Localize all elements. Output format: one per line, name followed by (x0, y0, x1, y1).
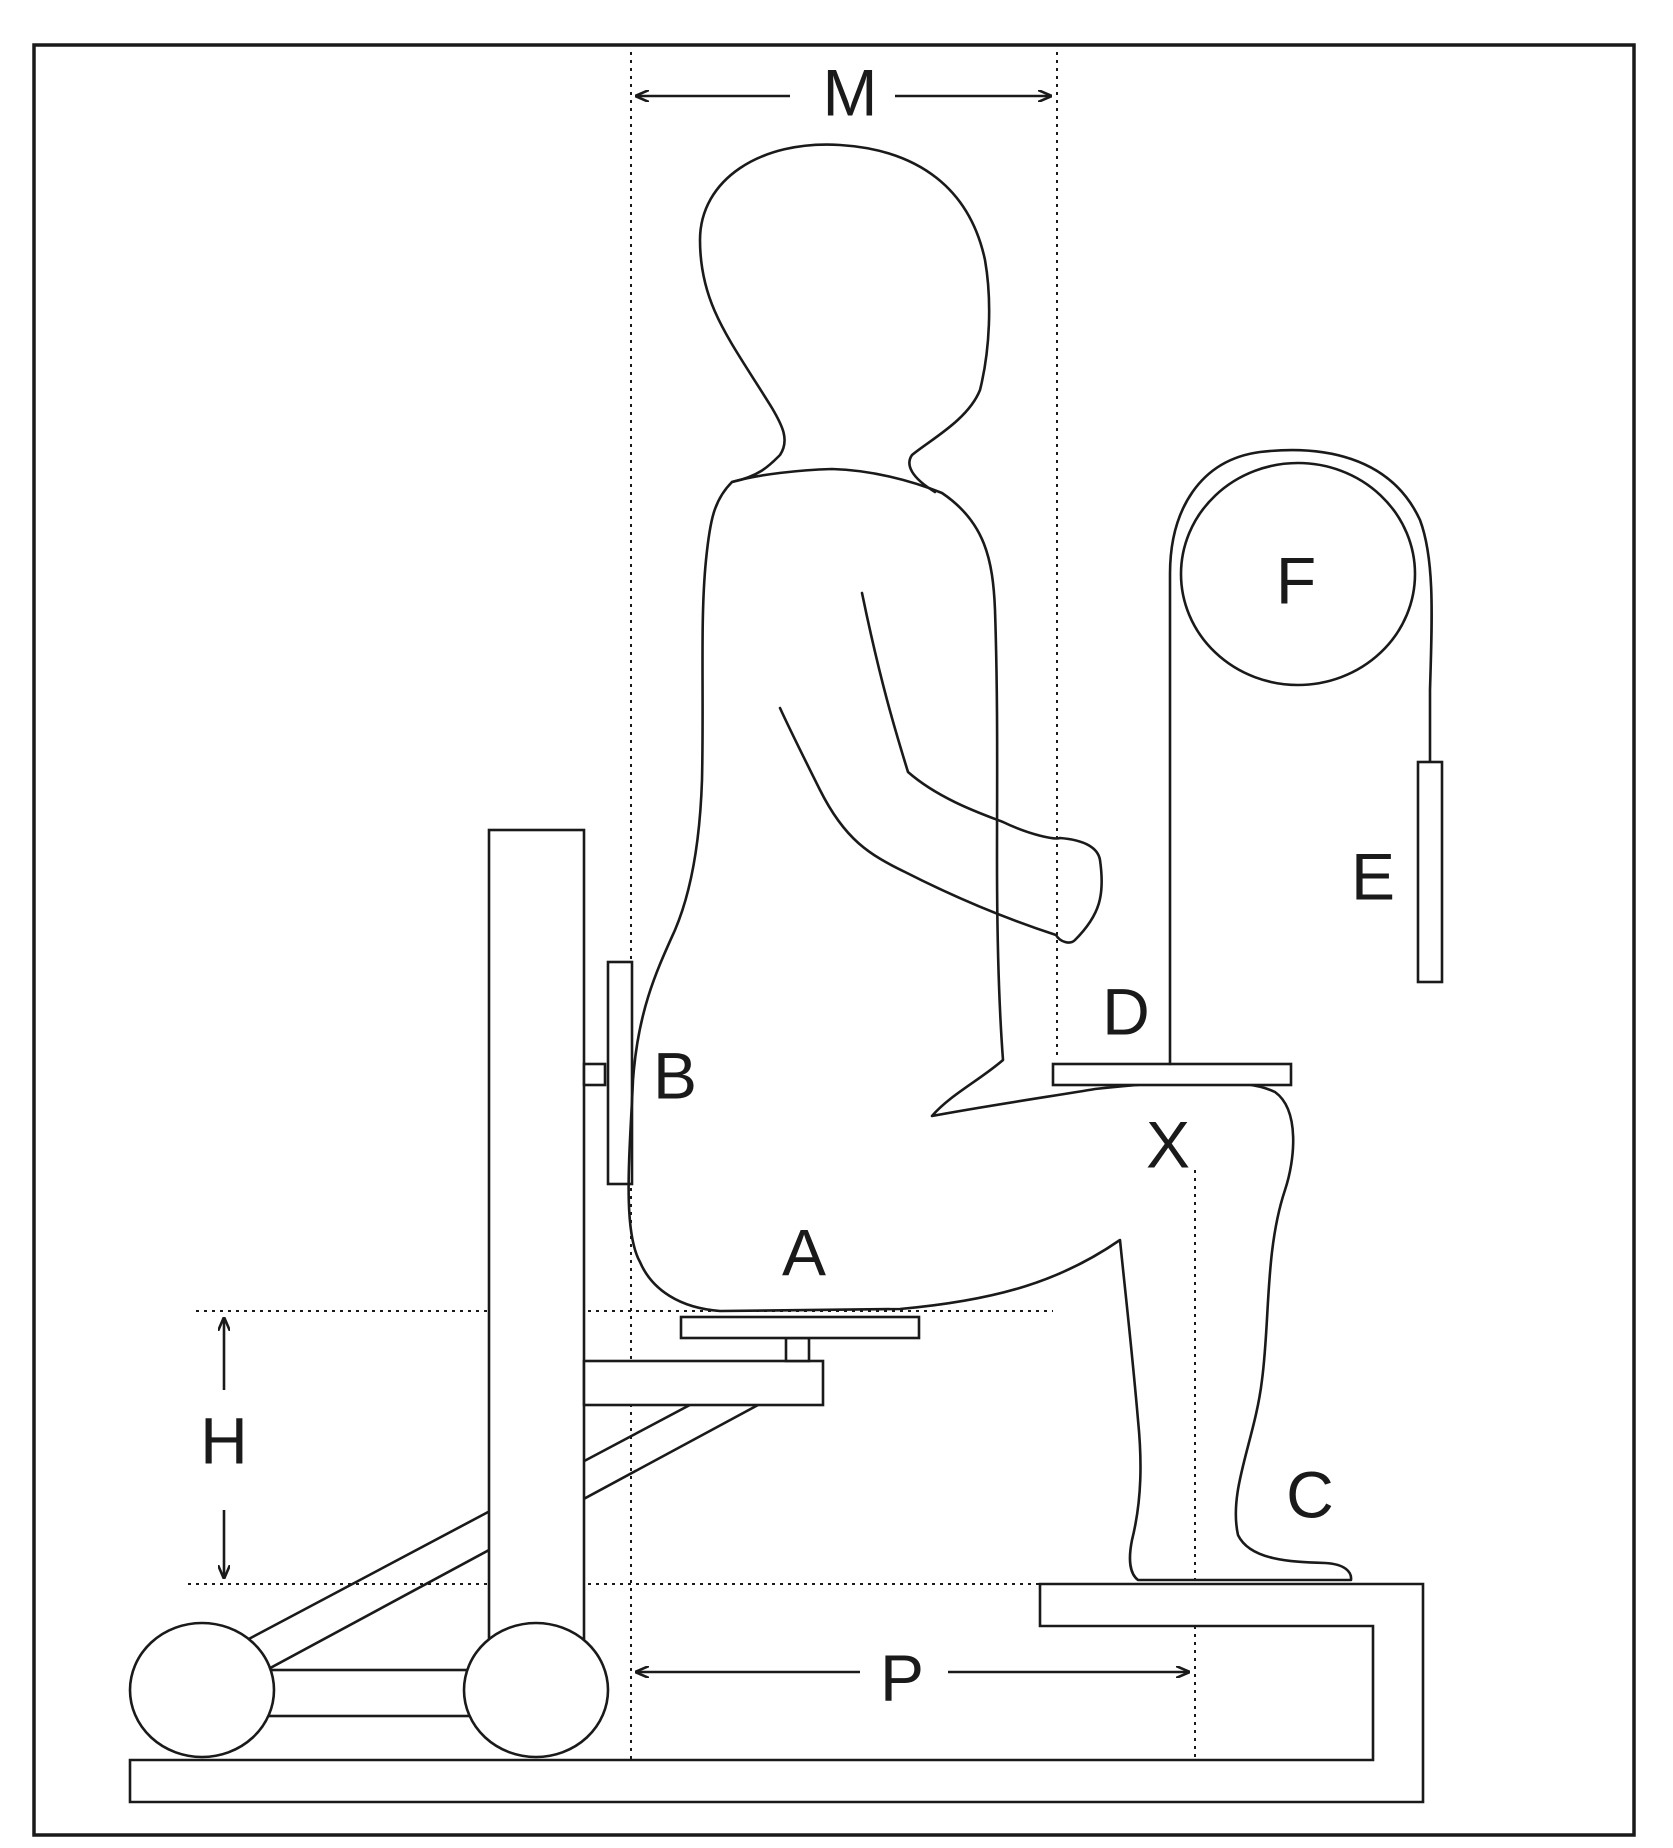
head-and-neck (698, 143, 991, 494)
vertical-post (487, 828, 586, 1642)
base-rail (128, 1582, 1425, 1804)
seat-post-connector (784, 1336, 811, 1363)
label-c: C (1286, 1457, 1334, 1531)
label-d: D (1102, 974, 1150, 1048)
label-h: H (200, 1403, 248, 1477)
wheel-left (128, 1621, 276, 1759)
pulley-assembly (1168, 448, 1444, 1066)
seat-plate-a (679, 1315, 921, 1340)
knee-lever-d (1051, 1062, 1293, 1087)
arm-outline (778, 591, 1104, 944)
guide-lines (188, 52, 1196, 1762)
torso-outline (627, 467, 1353, 1582)
pulley-wheel-f (1179, 461, 1417, 687)
wheel-right (462, 1621, 610, 1759)
label-m: M (823, 55, 878, 129)
lower-link-bar (248, 1668, 492, 1718)
back-pad-b (606, 960, 634, 1186)
label-p: P (880, 1640, 924, 1714)
label-x: X (1146, 1107, 1190, 1181)
label-e: E (1351, 839, 1395, 913)
seat-support-arm (582, 1359, 825, 1407)
label-a: A (782, 1215, 826, 1289)
outer-frame (32, 43, 1636, 1837)
strut-upper-edge (226, 1396, 705, 1652)
person-silhouette (627, 143, 1353, 1582)
weight-stack-e (1416, 760, 1444, 984)
cable (1168, 448, 1433, 1066)
back-pad-connector (582, 1062, 607, 1087)
label-f: F (1276, 543, 1316, 617)
base-frame (128, 1582, 1425, 1804)
label-b: B (653, 1038, 697, 1112)
